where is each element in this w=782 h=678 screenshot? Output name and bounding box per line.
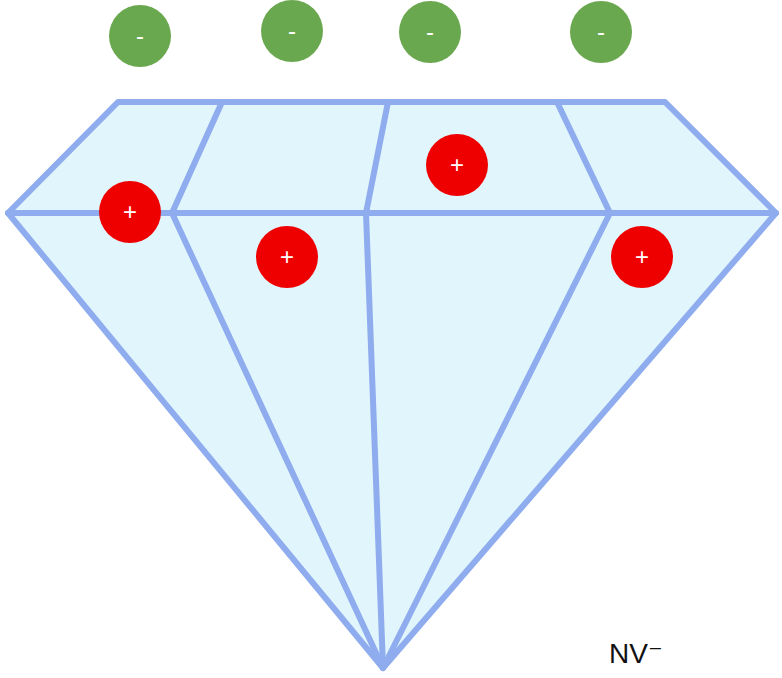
electron-circle: - [261, 0, 323, 62]
electron-circle: - [399, 1, 461, 63]
charge-sign: + [635, 245, 649, 269]
charge-sign: + [450, 153, 464, 177]
electron-circle: - [570, 1, 632, 63]
hole-circle: + [256, 226, 318, 288]
hole-circle: + [611, 226, 673, 288]
charge-sign: - [426, 20, 434, 44]
defect-label: NV⁻ [609, 640, 663, 668]
charge-sign: - [136, 24, 144, 48]
charge-sign: + [123, 200, 137, 224]
charge-sign: + [280, 245, 294, 269]
electron-circle: - [109, 5, 171, 67]
charge-sign: - [288, 19, 296, 43]
hole-circle: + [426, 134, 488, 196]
hole-circle: + [99, 181, 161, 243]
charge-sign: - [597, 20, 605, 44]
